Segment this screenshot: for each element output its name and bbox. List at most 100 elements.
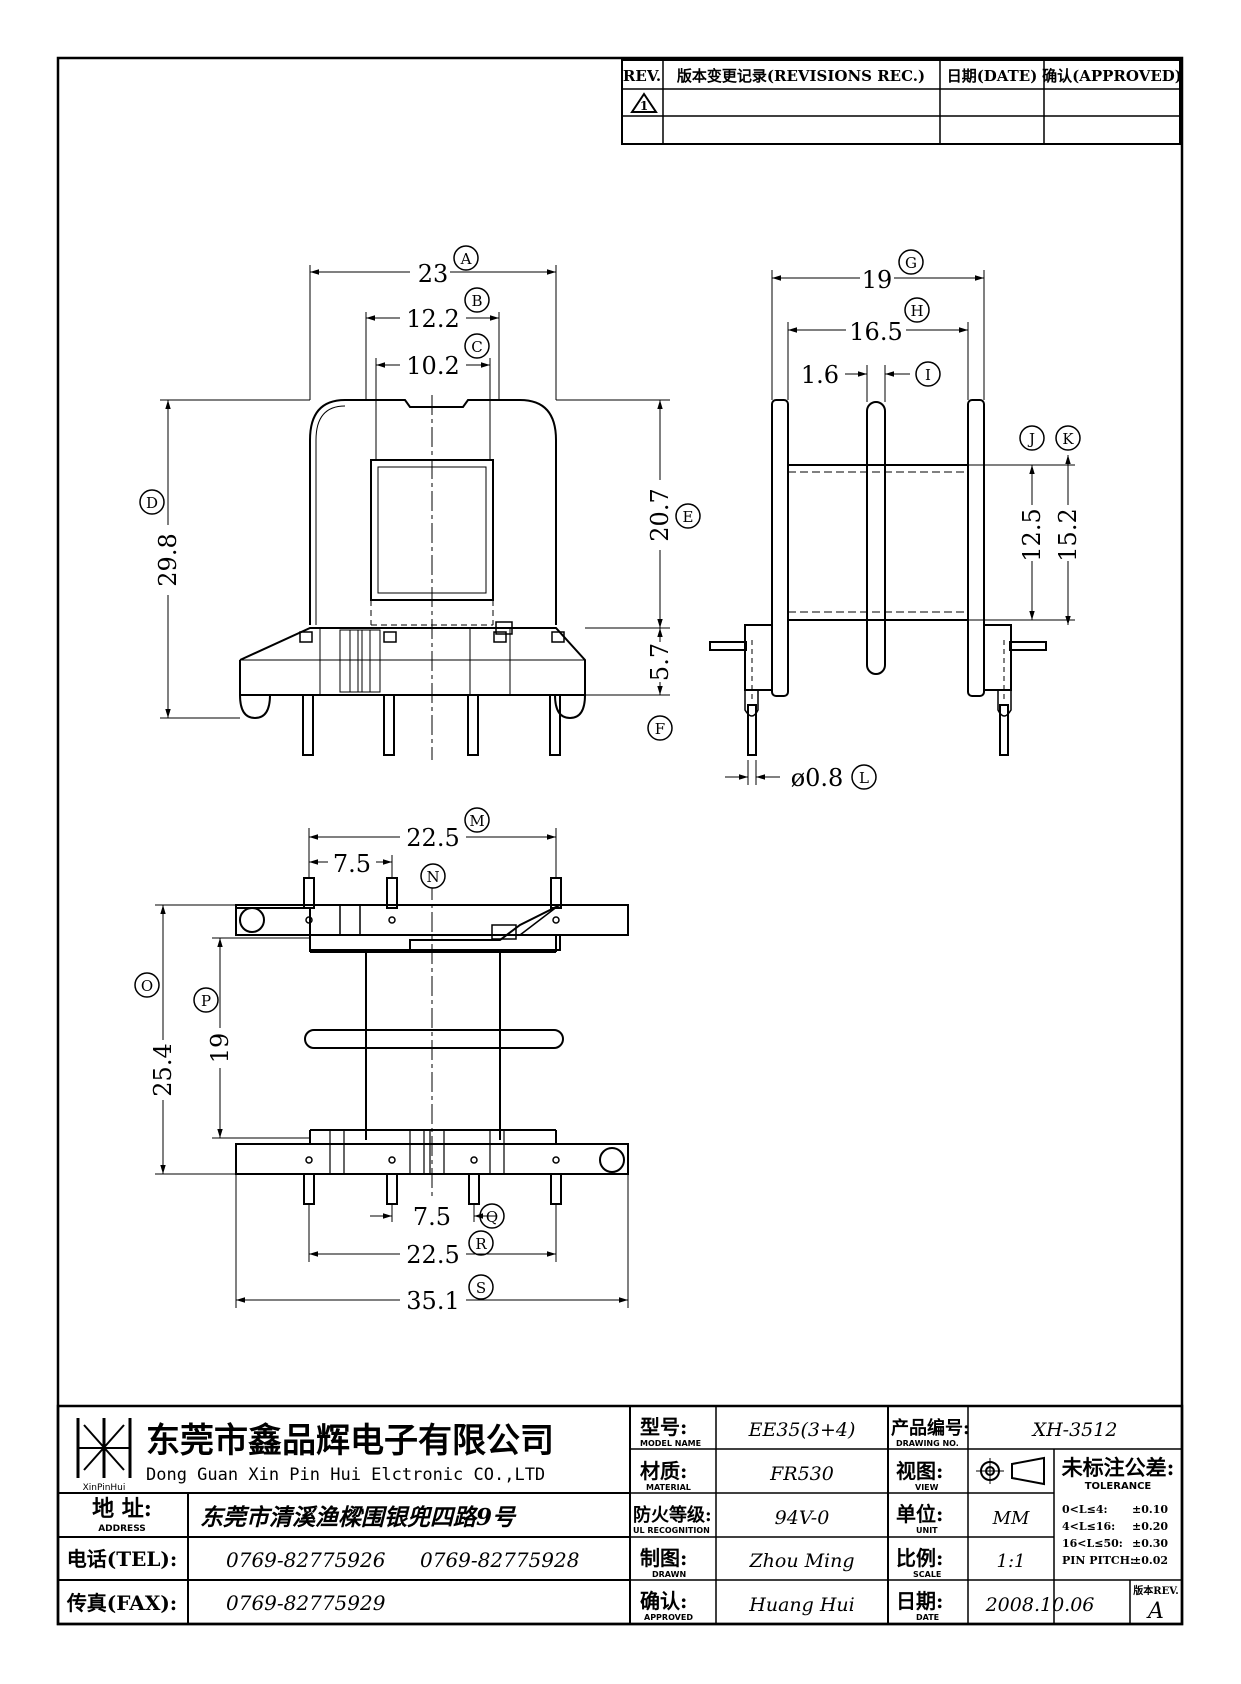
dim-pin-dia: ø0.8 — [791, 764, 844, 792]
dim-side-overall-width: 19 — [862, 266, 893, 294]
tag-n: N — [426, 868, 439, 886]
tag-d: D — [146, 494, 158, 512]
dim-flange-span: 15.2 — [1054, 508, 1082, 561]
sheet-border — [56, 56, 1184, 1626]
dim-window-width: 10.2 — [406, 352, 459, 380]
company-name-en: Dong Guan Xin Pin Hui Elctronic CO.,LTD — [146, 1465, 545, 1485]
record-col-header: 版本变更记录(REVISIONS REC.) — [677, 67, 925, 85]
scale-label: 比例: — [896, 1546, 943, 1570]
dim-flange-thk: 1.6 — [801, 361, 839, 389]
approved-label: 确认: — [640, 1589, 687, 1613]
drawn-value: Zhou Ming — [748, 1550, 854, 1572]
tolerance-label: 未标注公差: — [1062, 1455, 1175, 1480]
version-value: A — [1146, 1599, 1164, 1624]
tel-label: 电话(TEL): — [67, 1547, 178, 1571]
tol-1-value: ±0.10 — [1132, 1503, 1168, 1516]
fax-value: 0769-82775929 — [226, 1591, 386, 1615]
tag-s: S — [476, 1279, 486, 1297]
date-col-header: 日期(DATE) — [947, 67, 1038, 85]
tol-2-range: 4<L≤16: — [1062, 1520, 1115, 1533]
material-label: 材质: — [640, 1459, 687, 1483]
tol-3-value: ±0.30 — [1132, 1537, 1168, 1550]
company-logo-icon — [76, 1418, 132, 1478]
unit-label: 单位: — [896, 1502, 943, 1526]
material-value: FR530 — [769, 1463, 834, 1485]
approved-col-header: 确认(APPROVED) — [1042, 67, 1182, 85]
unit-value: MM — [992, 1508, 1030, 1529]
company-name-cn: 东莞市鑫品辉电子有限公司 — [146, 1421, 554, 1461]
version-label: 版本REV. — [1133, 1584, 1178, 1597]
dim-pin-row-span-top: 22.5 — [406, 824, 459, 852]
bottom-view — [235, 877, 629, 1205]
dim-body-height: 20.7 — [646, 488, 674, 541]
view-label: 视图: — [896, 1459, 943, 1483]
dim-side-inner-width: 16.5 — [849, 318, 902, 346]
view-label-en: VIEW — [915, 1483, 939, 1492]
fax-label: 传真(FAX): — [66, 1591, 177, 1615]
material-label-en: MATERIAL — [646, 1483, 691, 1492]
tag-i: I — [925, 366, 931, 384]
approved-value: Huang Hui — [748, 1594, 854, 1616]
tag-g: G — [905, 254, 917, 272]
model-value: EE35(3+4) — [748, 1419, 856, 1441]
front-view — [239, 395, 586, 760]
tag-l: L — [859, 769, 869, 787]
flame-label-en: UL RECOGNITION — [633, 1526, 710, 1535]
tag-q: Q — [486, 1208, 498, 1226]
side-view-labels: 19 G 16.5 H 1.6 I 12.5 J 15.2 K ø0.8 L — [791, 249, 1082, 792]
address-label: 地 址: — [92, 1496, 152, 1522]
tag-k: K — [1062, 430, 1074, 448]
model-label-en: MODEL NAME — [640, 1439, 701, 1448]
dim-pin-pitch-top: 7.5 — [333, 850, 371, 878]
date-label-en: DATE — [916, 1613, 939, 1622]
tolerance-label-en: TOLERANCE — [1085, 1481, 1152, 1492]
dim-core-height: 12.5 — [1018, 508, 1046, 561]
tag-e: E — [683, 508, 694, 526]
svg-text:1: 1 — [640, 99, 648, 113]
revision-table: REV. 版本变更记录(REVISIONS REC.) 日期(DATE) 确认(… — [621, 59, 1182, 145]
unit-label-en: UNIT — [916, 1526, 938, 1535]
drawing-no-label-en: DRAWING NO. — [896, 1439, 959, 1448]
drawn-label: 制图: — [640, 1546, 687, 1570]
flame-label: 防火等级: — [633, 1504, 712, 1526]
tag-b: B — [471, 292, 482, 310]
model-label: 型号: — [640, 1415, 687, 1439]
dim-pin-row-span-bottom: 22.5 — [406, 1241, 459, 1269]
front-view-labels: 23 A 12.2 B 10.2 C 29.8 D 20.7 E 5.7 F — [139, 245, 701, 741]
flame-value: 94V-0 — [775, 1507, 830, 1529]
dim-inner-depth: 19 — [206, 1033, 234, 1064]
rev-col-header: REV. — [623, 67, 661, 85]
title-block: XinPinHui 东莞市鑫品辉电子有限公司 Dong Guan Xin Pin… — [56, 1404, 1184, 1626]
tol-3-range: 16<L≤50: — [1062, 1537, 1123, 1550]
dim-base-height: 5.7 — [646, 643, 674, 681]
dim-total-height: 29.8 — [154, 533, 182, 586]
drawn-label-en: DRAWN — [652, 1570, 686, 1579]
dim-overall-length: 35.1 — [406, 1287, 459, 1315]
dim-overall-width: 23 — [418, 260, 449, 288]
tag-c: C — [471, 338, 482, 356]
tag-r: R — [475, 1235, 487, 1253]
bottom-view-labels: 22.5 M 7.5 N 25.4 O 19 P 7.5 Q 22.5 R 35… — [134, 807, 505, 1315]
scale-label-en: SCALE — [913, 1570, 941, 1579]
revision-triangle-icon: 1 — [630, 92, 658, 113]
tag-p: P — [201, 992, 211, 1010]
date-label: 日期: — [896, 1589, 943, 1613]
drawing-no-label: 产品编号: — [891, 1417, 970, 1439]
tol-4-range: PIN PITCH: — [1062, 1554, 1134, 1567]
tag-o: O — [141, 977, 153, 995]
dim-inner-width: 12.2 — [406, 305, 459, 333]
tel-value-1: 0769-82775926 — [226, 1548, 386, 1572]
side-view — [709, 399, 1047, 756]
tag-f: F — [655, 720, 665, 738]
projection-symbol-icon — [976, 1456, 1045, 1486]
approved-label-en: APPROVED — [644, 1613, 693, 1622]
address-value: 东莞市清溪渔樑围银兜四路9号 — [200, 1504, 517, 1531]
tol-1-range: 0<L≤4: — [1062, 1503, 1108, 1516]
tol-4-value: ±0.02 — [1132, 1554, 1168, 1567]
date-value: 2008.10.06 — [985, 1594, 1095, 1616]
address-label-en: ADDRESS — [98, 1524, 146, 1534]
scale-value: 1:1 — [997, 1551, 1026, 1572]
tag-j: J — [1027, 430, 1035, 448]
dim-overall-depth: 25.4 — [149, 1043, 177, 1096]
